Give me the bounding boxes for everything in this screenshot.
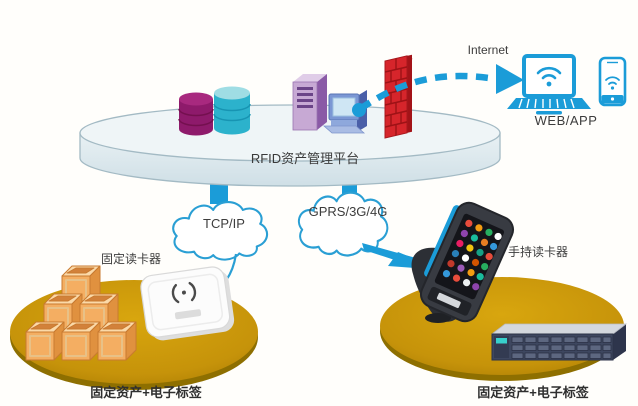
wifi-icon (605, 76, 620, 90)
wifi-icon (536, 66, 562, 87)
handheld-reader-label: 手持读卡器 (507, 245, 568, 259)
cloud-tcpip (172, 201, 269, 261)
platform-label: RFID资产管理平台 (250, 151, 360, 166)
database-icon-teal (213, 86, 251, 135)
firewall-icon (384, 54, 413, 139)
internet-label: Internet (467, 43, 509, 57)
fixed-reader-device (140, 266, 235, 341)
gprs-cloud-label: GPRS/3G/4G (308, 204, 388, 219)
server-tower-icon (292, 74, 327, 131)
dashed-arrow-icon (352, 64, 524, 117)
rack-server-icon (490, 323, 628, 361)
cloud-gprs (297, 191, 389, 257)
app-icons (442, 219, 502, 291)
tcpip-cloud-label: TCP/IP (203, 216, 245, 231)
fixed-reader-label: 固定读卡器 (100, 252, 161, 266)
smartphone-icon (598, 56, 627, 107)
fixed-assets-label-left: 固定资产+电子标签 (90, 385, 202, 400)
handheld-reader-device (411, 201, 515, 323)
web-app-label: WEB/APP (534, 113, 598, 128)
antenna-wave-icon (171, 281, 197, 304)
cargo-boxes-icon (25, 265, 137, 361)
platform-disk (79, 104, 501, 187)
laptop-icon (507, 54, 591, 115)
database-icon-magenta (178, 92, 214, 136)
fixed-assets-label-right: 固定资产+电子标签 (477, 385, 589, 400)
